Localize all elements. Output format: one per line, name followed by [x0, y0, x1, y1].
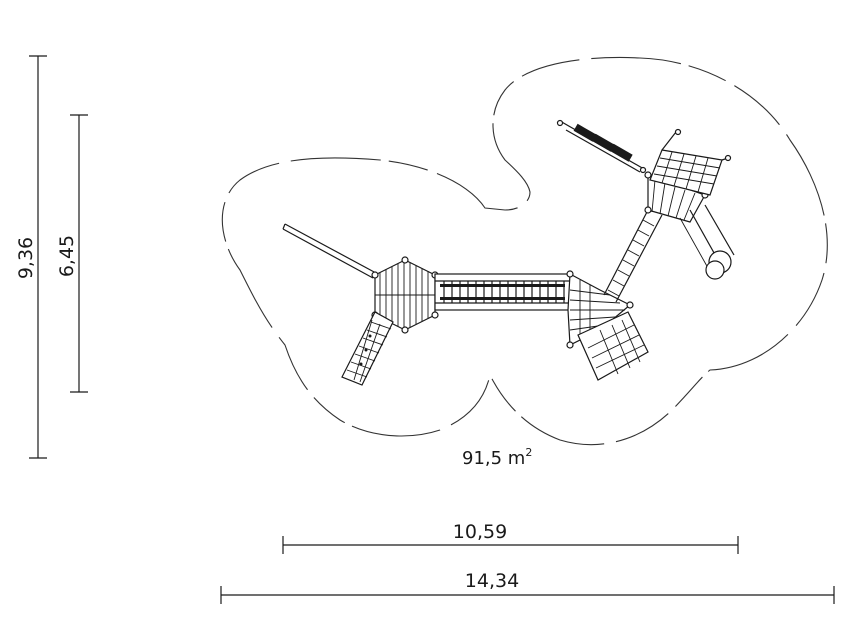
equipment-height-dimension: 6,45: [56, 114, 88, 393]
equipment-width-dimension: 10,59: [282, 521, 739, 554]
middle-climbing-net: [577, 311, 649, 381]
area-label: 91,5 m2: [462, 446, 532, 469]
tube-slide: [679, 204, 735, 280]
total-height-label: 9,36: [15, 237, 37, 279]
upper-tower-panel: [649, 128, 732, 196]
safety-zone-outline: [221, 56, 828, 446]
playground-equipment: [282, 119, 735, 386]
area-value: 91,5 m: [462, 448, 525, 469]
total-width-label: 14,34: [465, 570, 519, 592]
area-unit-superscript: 2: [525, 446, 532, 459]
equipment-height-label: 6,45: [56, 235, 78, 277]
equipment-width-label: 10,59: [453, 521, 507, 543]
connecting-bridge: [434, 273, 571, 311]
total-width-dimension: 14,34: [220, 570, 835, 604]
diagonal-ladder: [603, 209, 663, 303]
bridge-slats: [443, 281, 565, 303]
total-height-dimension: 9,36: [15, 55, 47, 459]
left-rail: [282, 223, 377, 279]
left-climbing-ramp: [341, 311, 394, 386]
horizontal-ladder: [556, 119, 647, 174]
